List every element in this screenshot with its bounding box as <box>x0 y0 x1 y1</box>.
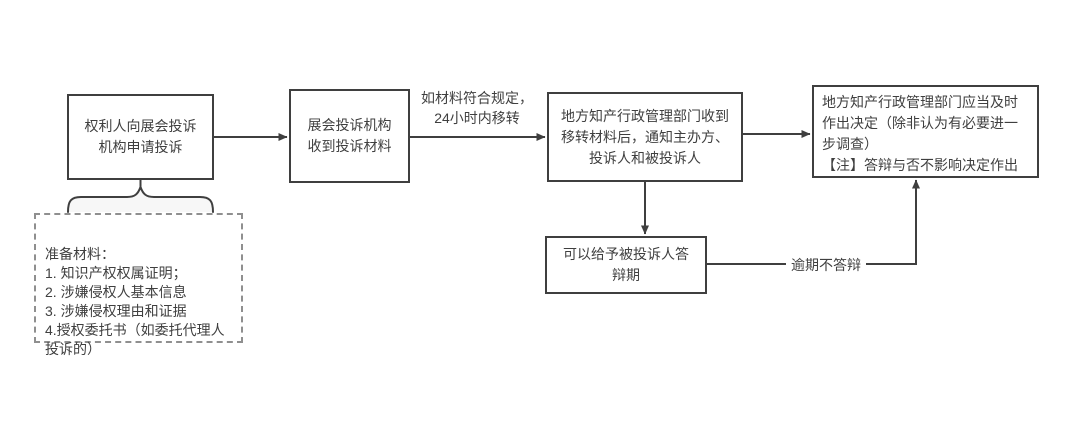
node-make-decision-text: 地方知产行政管理部门应当及时 作出决定（除非认为有必要进一 步调查） 【注】答辩… <box>822 94 1018 173</box>
edge-label-transfer: 如材料符合规定， 24小时内移转 <box>421 90 533 126</box>
note-prepare-materials: 准备材料： 1. 知识产权权属证明； 2. 涉嫌侵权人基本信息 3. 涉嫌侵权理… <box>34 213 243 357</box>
arrow-defense-to-decision <box>707 179 920 265</box>
edge-label-no-defense: 逾期不答辩 <box>786 255 866 275</box>
node-receive-materials: 展会投诉机构 收到投诉材料 <box>289 89 410 183</box>
node-notify-parties-text: 地方知产行政管理部门收到 移转材料后，通知主办方、 投诉人和被投诉人 <box>561 107 729 166</box>
brace-apply-to-materials <box>67 179 214 213</box>
note-prepare-materials-text: 准备材料： 1. 知识产权权属证明； 2. 涉嫌侵权人基本信息 3. 涉嫌侵权理… <box>45 246 225 357</box>
node-defense-period-text: 可以给予被投诉人答 辩期 <box>563 246 689 283</box>
node-notify-parties: 地方知产行政管理部门收到 移转材料后，通知主办方、 投诉人和被投诉人 <box>547 92 743 182</box>
node-receive-materials-text: 展会投诉机构 收到投诉材料 <box>307 117 392 154</box>
node-make-decision: 地方知产行政管理部门应当及时 作出决定（除非认为有必要进一 步调查） 【注】答辩… <box>812 85 1039 178</box>
node-defense-period: 可以给予被投诉人答 辩期 <box>545 236 707 294</box>
node-apply-complaint: 权利人向展会投诉 机构申请投诉 <box>67 94 214 180</box>
node-apply-complaint-text: 权利人向展会投诉 机构申请投诉 <box>84 118 197 155</box>
